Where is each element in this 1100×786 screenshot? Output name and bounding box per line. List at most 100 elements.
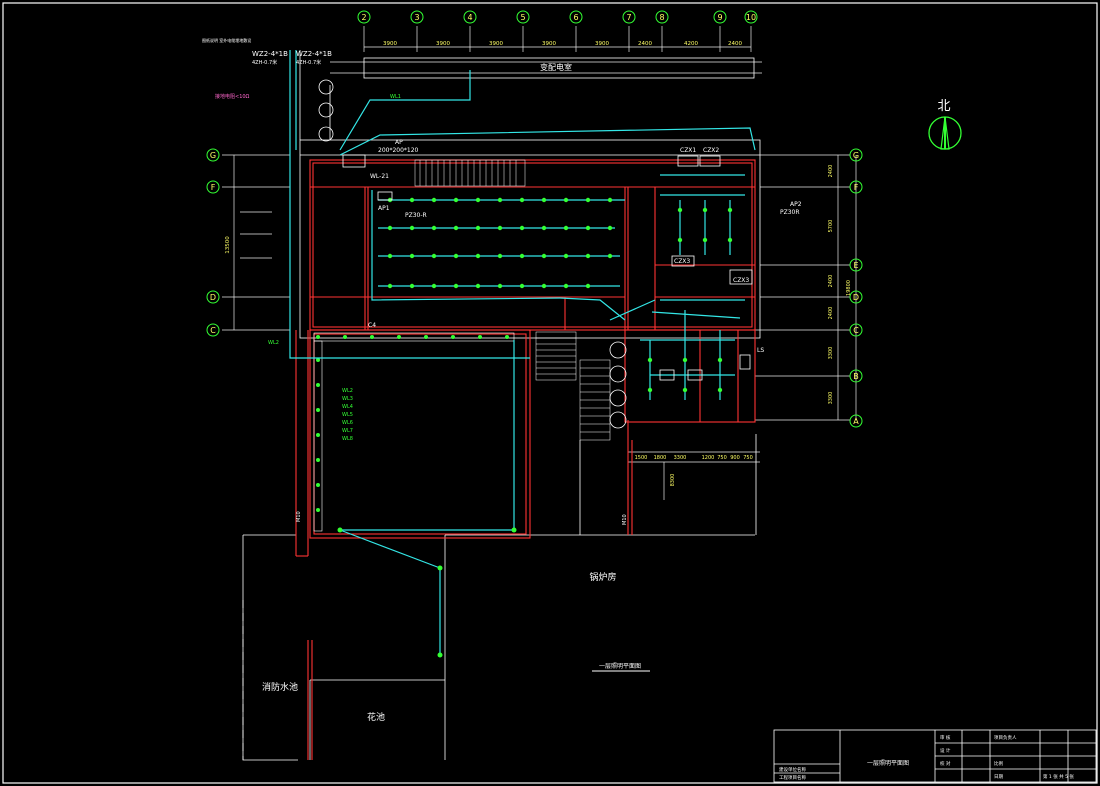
svg-text:3300: 3300 xyxy=(828,392,834,405)
grid-col-label: 3 xyxy=(414,13,419,22)
svg-text:1500: 1500 xyxy=(635,455,648,461)
svg-text:3900: 3900 xyxy=(436,41,450,47)
label-plan-title: 一层照明平面图 xyxy=(599,663,641,670)
label-ap: AP xyxy=(395,139,403,146)
label-wl21: WL-21 xyxy=(370,173,389,180)
svg-text:19800: 19800 xyxy=(846,280,852,296)
grid-row-label: F xyxy=(854,183,859,192)
svg-text:3900: 3900 xyxy=(595,41,609,47)
label-c4: C4 xyxy=(368,322,376,329)
svg-text:WL7: WL7 xyxy=(342,428,353,434)
equipment-circles xyxy=(318,79,627,429)
label-ls: LS xyxy=(757,347,764,354)
svg-text:WL8: WL8 xyxy=(342,436,353,442)
svg-text:5700: 5700 xyxy=(828,220,834,233)
svg-text:项目负责人: 项目负责人 xyxy=(994,734,1017,741)
label-wl2: WL2 xyxy=(268,340,279,346)
title-block-text: 一层照明平面图 建设单位名称 工程项目名称 审 核 设 计 校 对 项目负责人 … xyxy=(779,734,1074,781)
dim-left: 13500 xyxy=(225,236,231,254)
svg-text:WL3: WL3 xyxy=(342,396,353,402)
svg-text:8300: 8300 xyxy=(670,474,676,487)
label-czx3: CZX3 xyxy=(674,258,690,265)
svg-text:接地电阻<10Ω: 接地电阻<10Ω xyxy=(215,93,250,100)
north-arrow-icon: 北 xyxy=(928,99,962,150)
grid-col-label: 6 xyxy=(573,13,578,22)
grid-col-label: 2 xyxy=(361,13,366,22)
svg-text:日期: 日期 xyxy=(994,774,1003,780)
label-pz30r: PZ30R xyxy=(780,209,800,216)
label-czx2: CZX2 xyxy=(703,147,719,154)
grid-row-label: C xyxy=(853,326,859,335)
grid-bubbles-left: G F D C 13500 xyxy=(206,148,231,337)
grid-row-label: B xyxy=(853,372,859,381)
label-ap1: AP1 xyxy=(378,205,390,212)
svg-text:2400: 2400 xyxy=(828,307,834,320)
site-outline xyxy=(242,50,761,761)
grid-col-label: 5 xyxy=(520,13,525,22)
grid-col-label: 10 xyxy=(746,13,756,22)
svg-text:设 计: 设 计 xyxy=(940,747,951,754)
svg-text:第 1 张 共 5 张: 第 1 张 共 5 张 xyxy=(1043,773,1074,780)
wire-labels: WL1 WL2 WL2 WL3 WL4 WL5 WL6 WL7 WL8 xyxy=(268,94,401,442)
svg-text:M10: M10 xyxy=(622,514,628,525)
svg-text:2400: 2400 xyxy=(638,41,652,47)
svg-text:750: 750 xyxy=(743,455,753,461)
label-fire-pool: 消防水池 xyxy=(262,681,298,693)
north-label: 北 xyxy=(937,99,950,114)
grid-row-label: A xyxy=(853,417,859,426)
drawing-name: 一层照明平面图 xyxy=(867,760,909,767)
grid-row-label: D xyxy=(210,293,216,302)
svg-text:校 对: 校 对 xyxy=(940,760,951,767)
grid-row-label: C xyxy=(210,326,216,335)
svg-text:审 核: 审 核 xyxy=(940,734,951,741)
svg-text:3300: 3300 xyxy=(828,347,834,360)
annotations: WZ2-4*1B WZ2-4*1B 4ZH-0.7米 4ZH-0.7米 图纸说明… xyxy=(202,37,802,723)
label-flower-bed: 花池 xyxy=(367,711,385,723)
label-wl1: WL1 xyxy=(390,94,401,100)
svg-text:M10: M10 xyxy=(296,511,302,522)
label-tray: 200*200*120 xyxy=(378,147,419,154)
light-fixtures xyxy=(337,197,733,658)
courtyard-columns xyxy=(313,332,515,532)
svg-text:建设单位名称: 建设单位名称 xyxy=(779,766,806,773)
svg-text:WL6: WL6 xyxy=(342,420,353,426)
svg-text:2400: 2400 xyxy=(828,165,834,178)
grid-row-label: E xyxy=(853,261,858,270)
dims-bottom: 1500 1800 3300 1200 750 900 750 8300 xyxy=(635,455,753,486)
svg-text:3900: 3900 xyxy=(542,41,556,47)
grid-row-label: D xyxy=(853,293,859,302)
svg-text:WL4: WL4 xyxy=(342,404,353,410)
grid-bubbles-right: G F E D C B A 2400 5700 2400 2400 3300 3… xyxy=(828,148,863,428)
grid-row-label: G xyxy=(210,151,216,160)
grid-col-label: 9 xyxy=(717,13,722,22)
grid-row-label: G xyxy=(853,151,859,160)
svg-text:1800: 1800 xyxy=(654,455,667,461)
axis-grid xyxy=(222,26,857,500)
svg-text:2400: 2400 xyxy=(828,275,834,288)
svg-text:3900: 3900 xyxy=(489,41,503,47)
title-block xyxy=(773,729,1097,783)
svg-text:3900: 3900 xyxy=(383,41,397,47)
svg-text:1200: 1200 xyxy=(702,455,715,461)
courtyard-fixtures xyxy=(316,335,509,512)
wiring-runs xyxy=(289,50,756,655)
cable-spec-2: WZ2-4*1B xyxy=(296,50,332,58)
svg-text:2400: 2400 xyxy=(728,41,742,47)
svg-text:3300: 3300 xyxy=(674,455,687,461)
grid-col-label: 8 xyxy=(659,13,664,22)
svg-text:4200: 4200 xyxy=(684,41,698,47)
svg-text:工程项目名称: 工程项目名称 xyxy=(779,774,806,781)
svg-text:WL2: WL2 xyxy=(342,388,353,394)
ground-note: 接地电阻<10Ω xyxy=(215,93,250,100)
label-boiler-room: 锅炉房 xyxy=(589,571,616,583)
label-pz30: PZ30-R xyxy=(405,212,427,219)
svg-text:900: 900 xyxy=(730,455,740,461)
dims-top: 3900 3900 3900 3900 3900 2400 4200 2400 xyxy=(383,41,742,47)
stair-hatch xyxy=(414,159,611,441)
svg-text:750: 750 xyxy=(717,455,727,461)
svg-text:WL5: WL5 xyxy=(342,412,353,418)
grid-row-label: F xyxy=(211,183,216,192)
label-czx4: CZX3 xyxy=(733,277,749,284)
